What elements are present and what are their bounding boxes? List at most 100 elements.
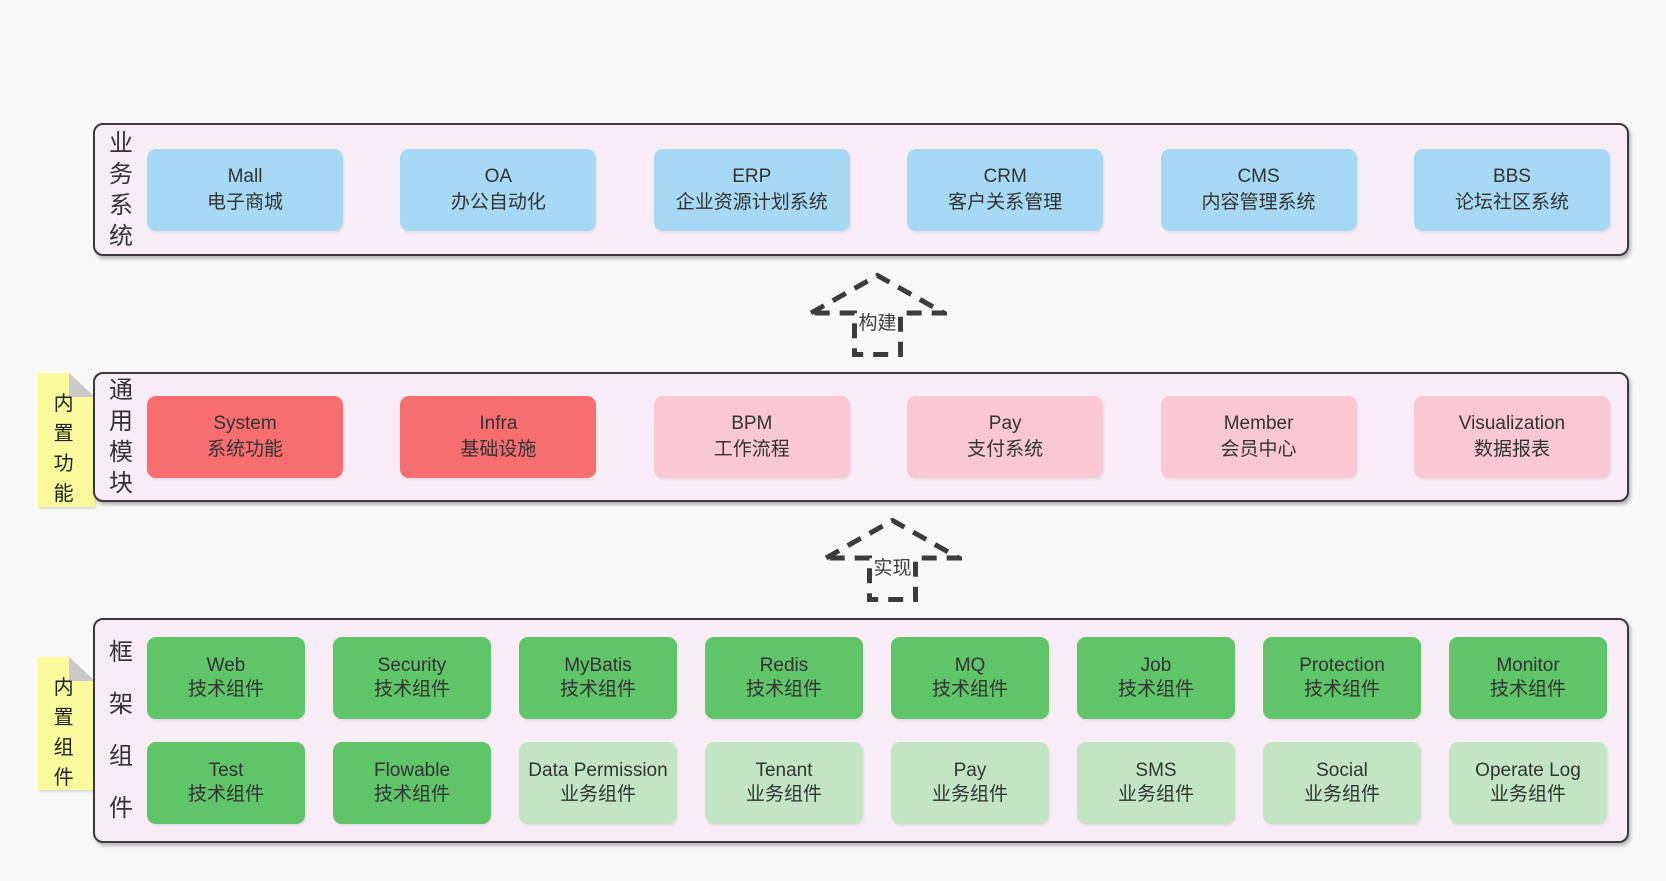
- card-redis: Redis 技术组件: [705, 637, 863, 719]
- card-sms: SMS 业务组件: [1077, 742, 1235, 824]
- card-subtitle: 论坛社区系统: [1454, 191, 1569, 213]
- card-mall: Mall 电子商城: [147, 148, 343, 231]
- card-subtitle: 业务组件: [931, 784, 1008, 805]
- card-tenant: Tenant 业务组件: [705, 742, 863, 824]
- card-web: Web 技术组件: [147, 637, 305, 719]
- card-subtitle: 基础设施: [460, 439, 537, 460]
- card-infra: Infra 基础设施: [400, 396, 597, 478]
- card-title: BBS: [1492, 165, 1531, 187]
- card-mq: MQ 技术组件: [891, 637, 1049, 719]
- card-title: System: [213, 413, 277, 434]
- card-title: MQ: [954, 655, 986, 676]
- card-title: Pay: [988, 413, 1022, 434]
- card-subtitle: 业务组件: [745, 784, 822, 805]
- card-cms: CMS 内容管理系统: [1160, 148, 1357, 231]
- card-title: MyBatis: [564, 655, 632, 676]
- card-subtitle: 技术组件: [559, 679, 636, 700]
- card-test: Test 技术组件: [147, 742, 305, 824]
- card-title: Infra: [479, 413, 518, 434]
- note-text: 内置功能: [53, 393, 74, 505]
- card-security: Security 技术组件: [333, 637, 491, 719]
- card-title: Test: [208, 760, 244, 781]
- card-title: Tenant: [755, 760, 813, 781]
- card-mybatis: MyBatis 技术组件: [519, 637, 677, 719]
- card-subtitle: 会员中心: [1220, 439, 1297, 460]
- card-bpm: BPM 工作流程: [653, 396, 850, 478]
- card-title: Redis: [759, 655, 809, 676]
- card-title: BPM: [731, 413, 773, 434]
- up-arrow-icon: [823, 517, 962, 602]
- card-title: SMS: [1135, 760, 1177, 781]
- card-oa: OA 办公自动化: [400, 148, 597, 231]
- card-subtitle: 技术组件: [187, 679, 264, 700]
- framework-components-grid: Web 技术组件 Security 技术组件 MyBatis 技术组件 Redi…: [147, 620, 1627, 841]
- card-monitor: Monitor 技术组件: [1449, 637, 1607, 719]
- card-subtitle: 电子商城: [206, 191, 283, 213]
- card-bbs: BBS 论坛社区系统: [1413, 148, 1610, 231]
- card-title: OA: [484, 165, 513, 187]
- band-label-framework-components: 框架组件: [109, 638, 133, 822]
- card-subtitle: 技术组件: [373, 784, 450, 805]
- band-label-business-systems: 业务系统: [109, 129, 133, 250]
- card-title: Security: [377, 655, 447, 676]
- card-system: System 系统功能: [147, 396, 343, 478]
- card-subtitle: 业务组件: [559, 784, 636, 805]
- card-subtitle: 系统功能: [206, 439, 283, 460]
- card-subtitle: 技术组件: [373, 679, 450, 700]
- card-subtitle: 办公自动化: [450, 191, 546, 213]
- card-title: CMS: [1237, 165, 1280, 187]
- card-subtitle: 客户关系管理: [948, 191, 1063, 213]
- arrow-label: 实现: [873, 558, 912, 579]
- card-title: Job: [1140, 655, 1172, 676]
- card-subtitle: 技术组件: [745, 679, 822, 700]
- card-pay: Pay 支付系统: [907, 396, 1104, 478]
- card-subtitle: 技术组件: [1117, 679, 1194, 700]
- card-subtitle: 技术组件: [1303, 679, 1380, 700]
- card-title: CRM: [983, 165, 1027, 187]
- band-framework-components: 框架组件 Web 技术组件 Security 技术组件 MyBatis 技术组件…: [93, 618, 1629, 843]
- card-title: Social: [1316, 760, 1368, 781]
- arrow-label: 构建: [858, 313, 897, 334]
- card-title: Protection: [1299, 655, 1385, 676]
- card-subtitle: 企业资源计划系统: [675, 191, 828, 213]
- sticky-note-built-in-functions: 内置功能: [38, 373, 95, 507]
- card-data-permission: Data Permission 业务组件: [519, 742, 677, 824]
- card-subtitle: 技术组件: [931, 679, 1008, 700]
- card-subtitle: 工作流程: [713, 439, 790, 460]
- card-visualization: Visualization 数据报表: [1413, 396, 1610, 478]
- card-subtitle: 技术组件: [1489, 679, 1566, 700]
- business-systems-grid: Mall 电子商城 OA 办公自动化 ERP 企业资源计划系统 CRM 客户关系…: [147, 125, 1627, 254]
- band-business-systems: 业务系统 Mall 电子商城 OA 办公自动化 ERP 企业资源计划系统 CRM…: [93, 123, 1629, 256]
- card-title: Flowable: [373, 760, 451, 781]
- card-subtitle: 数据报表: [1473, 439, 1550, 460]
- card-subtitle: 业务组件: [1489, 784, 1566, 805]
- up-arrow-icon: [808, 272, 947, 357]
- note-text: 内置组件: [53, 677, 74, 789]
- biz-components-row: Test 技术组件 Flowable 技术组件 Data Permission …: [147, 742, 1607, 824]
- card-protection: Protection 技术组件: [1263, 637, 1421, 719]
- card-job: Job 技术组件: [1077, 637, 1235, 719]
- note-fold-corner-icon: [69, 373, 95, 397]
- card-title: ERP: [732, 165, 772, 187]
- band-common-modules: 通用模块 System 系统功能 Infra 基础设施 BPM 工作流程 Pay…: [93, 372, 1629, 502]
- card-title: Operate Log: [1475, 760, 1581, 781]
- tech-components-row: Web 技术组件 Security 技术组件 MyBatis 技术组件 Redi…: [147, 637, 1607, 719]
- card-title: Visualization: [1458, 413, 1566, 434]
- card-erp: ERP 企业资源计划系统: [653, 148, 850, 231]
- card-member: Member 会员中心: [1160, 396, 1357, 478]
- card-subtitle: 业务组件: [1117, 784, 1194, 805]
- card-subtitle: 支付系统: [967, 439, 1044, 460]
- card-title: Member: [1223, 413, 1294, 434]
- card-social: Social 业务组件: [1263, 742, 1421, 824]
- card-flowable: Flowable 技术组件: [333, 742, 491, 824]
- dashed-up-arrow-build: 构建: [808, 272, 947, 358]
- note-fold-corner-icon: [69, 657, 95, 681]
- common-modules-grid: System 系统功能 Infra 基础设施 BPM 工作流程 Pay 支付系统…: [147, 374, 1627, 500]
- card-subtitle: 技术组件: [187, 784, 264, 805]
- card-operate-log: Operate Log 业务组件: [1449, 742, 1607, 824]
- card-title: Monitor: [1496, 655, 1560, 676]
- card-crm: CRM 客户关系管理: [907, 148, 1104, 231]
- card-title: Web: [206, 655, 246, 676]
- card-title: Mall: [227, 165, 263, 187]
- card-subtitle: 业务组件: [1303, 784, 1380, 805]
